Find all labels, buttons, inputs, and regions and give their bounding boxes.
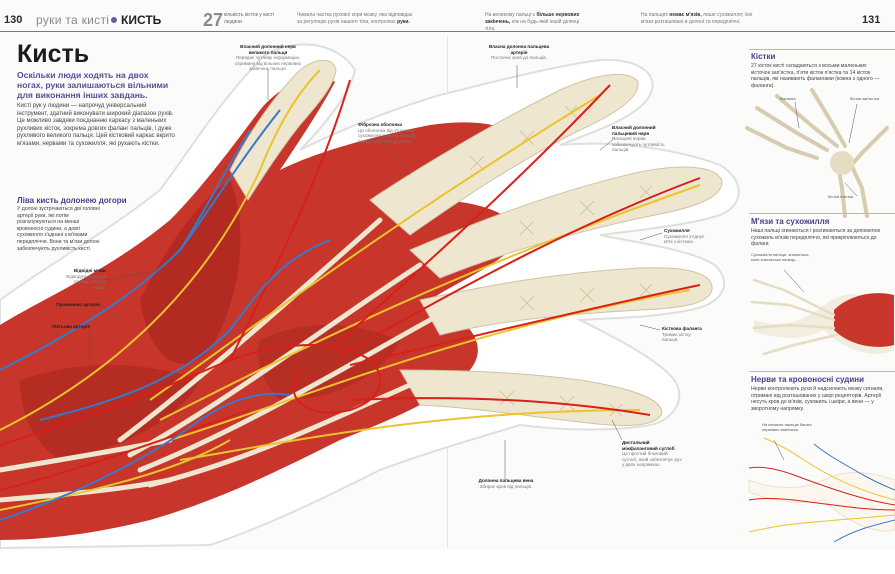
skeleton-label-carpal: Кістки зап'ястка bbox=[850, 96, 880, 101]
chapter-name: КИСТЬ bbox=[121, 13, 162, 27]
hand-skeleton-illustration bbox=[745, 88, 889, 218]
fact-text: кількість кісток у кисті людини bbox=[224, 12, 275, 25]
nerves-label: На кінчиках пальців багато нервових закі… bbox=[762, 422, 812, 432]
hand-nerves-illustration bbox=[748, 437, 895, 543]
header-fact-4: На пальцях немає м'язів, лише сухожилля;… bbox=[641, 12, 753, 25]
sidebar-bones-text: 27 кісток кисті складаються з восьми мал… bbox=[751, 63, 880, 89]
sidebar-nerves-title: Нерви та кровоносні судини bbox=[751, 375, 865, 384]
ring-finger bbox=[419, 267, 713, 336]
section-name: руки та кисті bbox=[36, 13, 110, 27]
body-paragraph: Кисті рук у людини — напрочуд універсаль… bbox=[17, 103, 175, 147]
callout-title: Ліва кисть долонею догори bbox=[17, 196, 127, 205]
sidebar-muscles-title: М'язи та сухожилля bbox=[751, 217, 830, 226]
bottom-margin bbox=[0, 550, 895, 574]
skeleton-label-phalanx: Фаланга bbox=[780, 96, 796, 101]
bullet-dot-icon bbox=[111, 17, 117, 23]
sidebar-rule-1 bbox=[749, 49, 895, 50]
skeleton-label-metacarpal: Кістки п'ястка bbox=[828, 194, 854, 199]
thumb bbox=[229, 59, 337, 201]
hand-muscles-illustration bbox=[750, 269, 894, 356]
left-page-number: 130 bbox=[4, 14, 23, 26]
nerves bbox=[0, 69, 701, 511]
hand-illustration bbox=[0, 43, 740, 550]
right-page-number: 131 bbox=[862, 14, 881, 26]
sidebar-rule-2 bbox=[749, 213, 895, 214]
fact-number: 27 bbox=[203, 10, 224, 30]
sidebar-rule-3 bbox=[749, 371, 895, 372]
label-ulnar-artery: Ліктьова артерія bbox=[51, 324, 90, 329]
sidebar-nerves-text: Нерви контролюють рухи й надсилають мозк… bbox=[751, 386, 884, 412]
arteries bbox=[0, 79, 701, 491]
callout-text: У долоні зустрічаються дві головні артер… bbox=[17, 206, 100, 252]
sidebar-muscles-text: Наші пальці згинаються і розгинаються за… bbox=[751, 228, 881, 248]
header-fact-2: Чимала частка рухової кори мозку, яка ві… bbox=[297, 12, 413, 25]
sidebar-bones-title: Кістки bbox=[751, 52, 776, 61]
page-title: Кисть bbox=[17, 40, 90, 68]
lede-paragraph: Оскільки люди ходять на двох ногах, руки… bbox=[17, 70, 169, 101]
book-spread: 130 руки та кисті КИСТЬ 27 кількість кіс… bbox=[0, 10, 895, 550]
header-rule bbox=[0, 31, 895, 32]
header-fact-3: На великому пальці є більше нервових зак… bbox=[485, 12, 580, 32]
veins bbox=[0, 109, 331, 521]
muscles-label: Сухожилля пальця, згинається, коли згина… bbox=[751, 252, 810, 262]
label-radial-artery: Променева артерія bbox=[56, 302, 100, 307]
